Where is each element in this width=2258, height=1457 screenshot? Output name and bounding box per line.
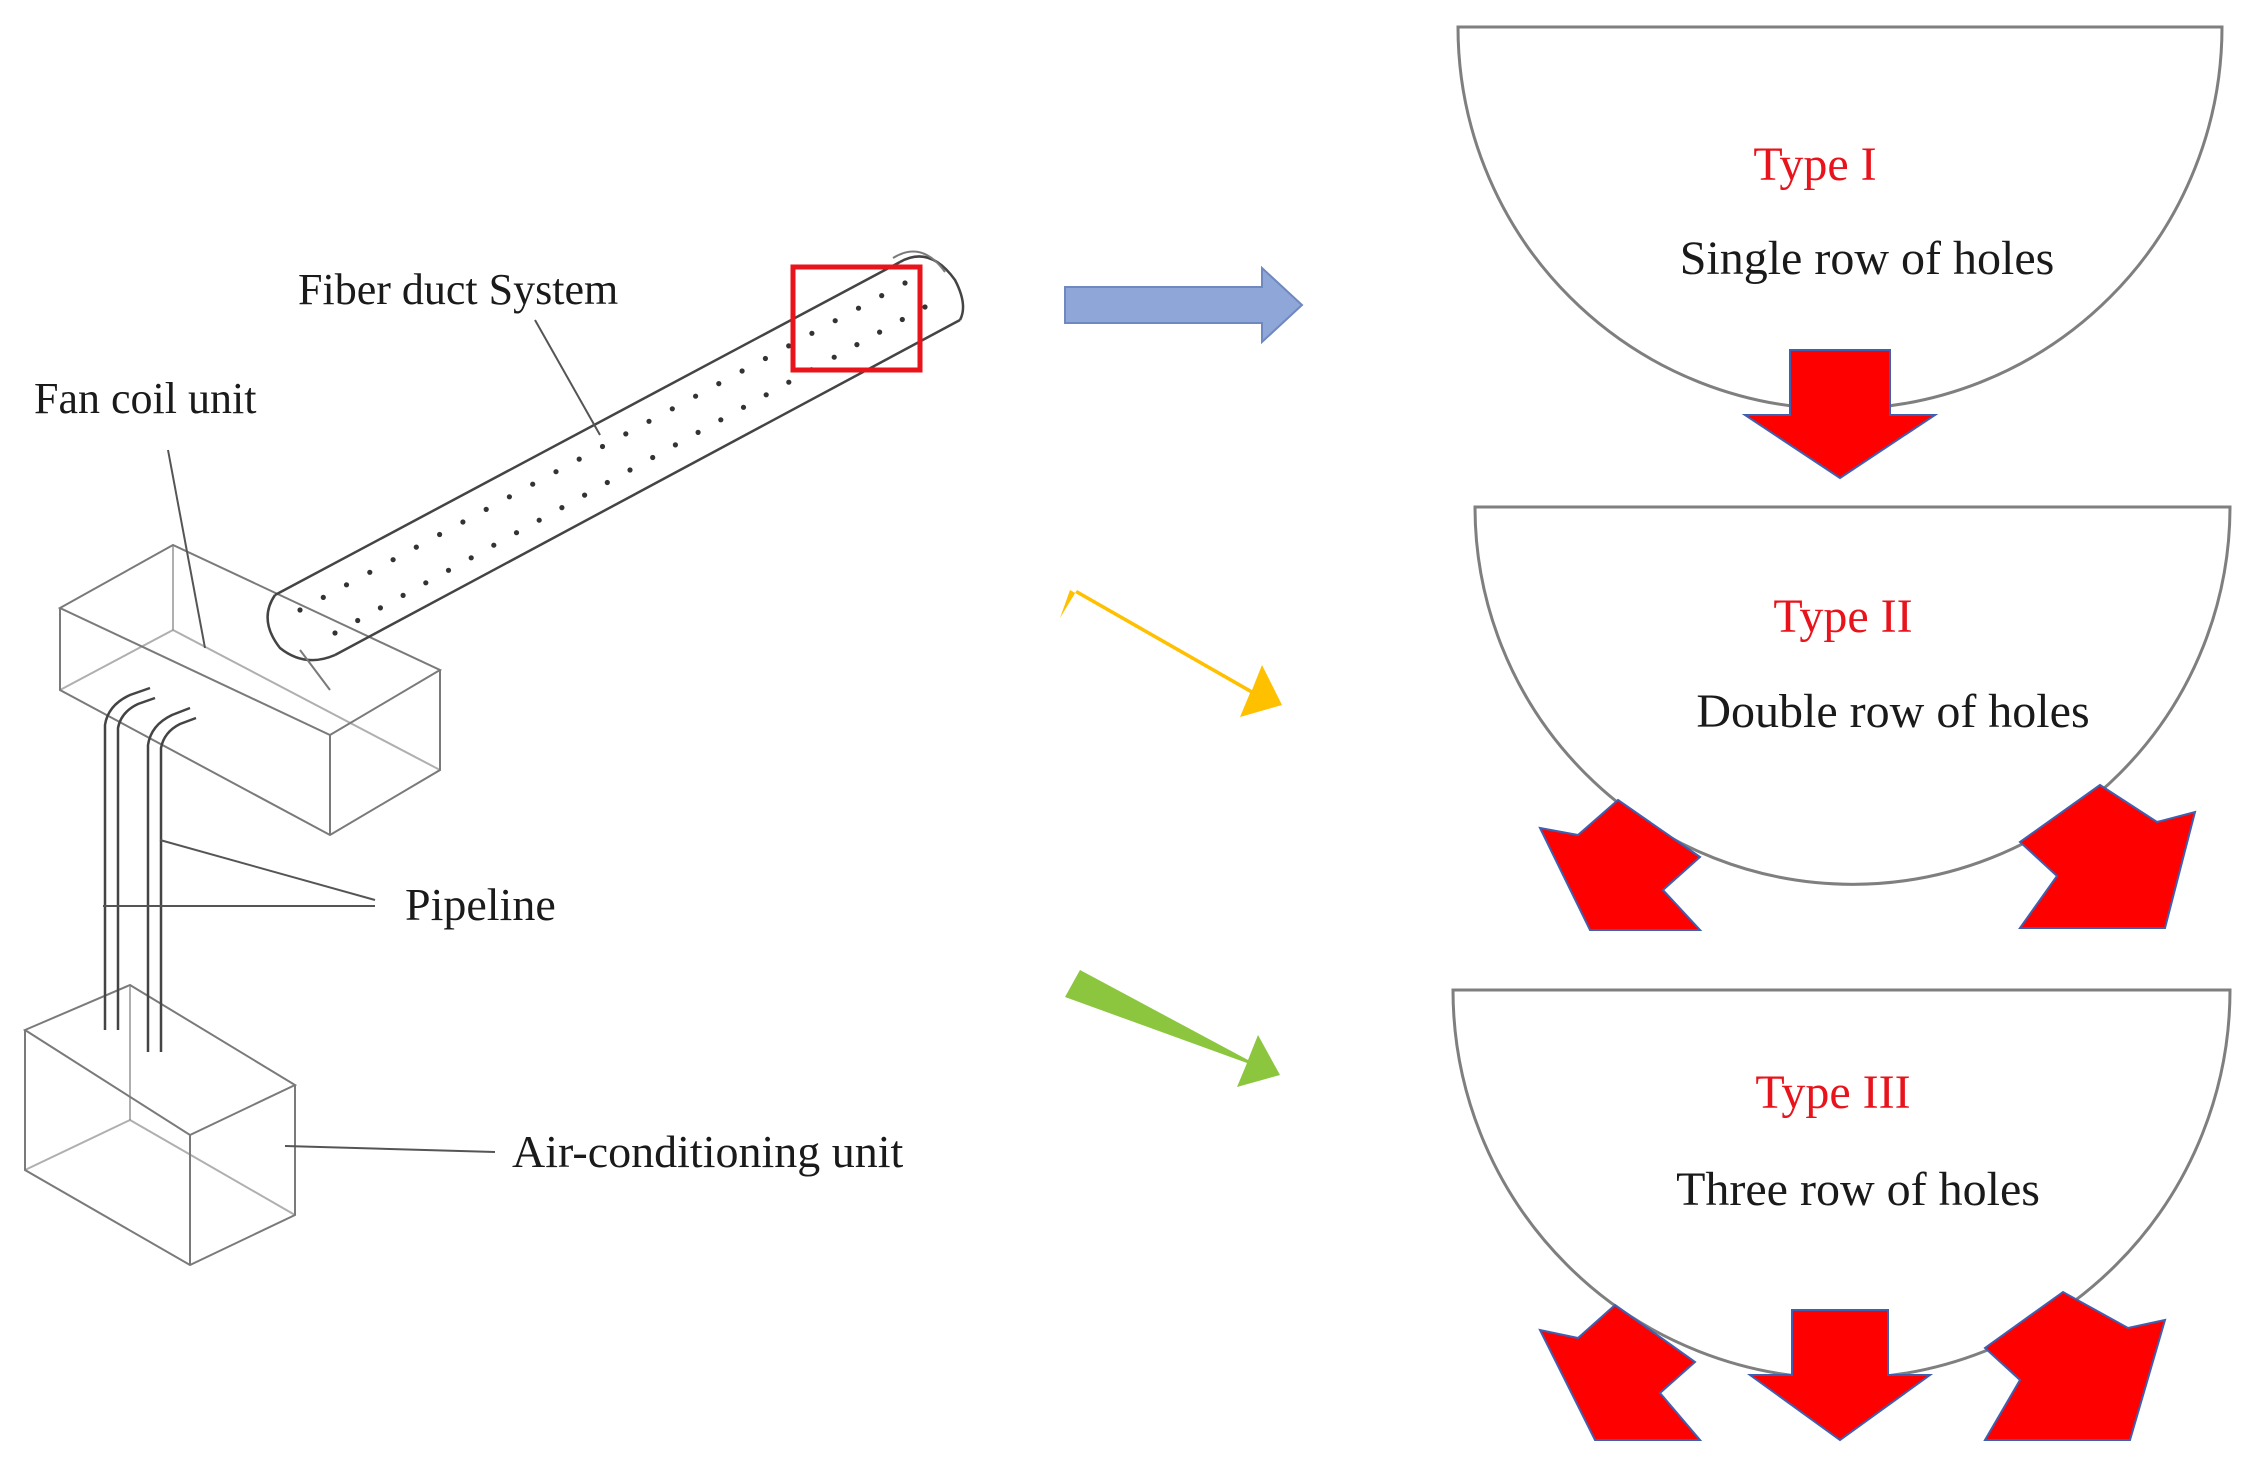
- type-3-right-jet-arrow: [1983, 1290, 2167, 1441]
- duct-hole: [763, 392, 769, 398]
- duct-hole: [367, 569, 373, 575]
- yellow-pointer-arrow: [1060, 590, 1282, 717]
- duct-hole: [877, 329, 883, 335]
- duct-hole: [423, 580, 429, 586]
- duct-hole: [786, 379, 792, 385]
- duct-hole: [297, 607, 303, 613]
- duct-hole: [576, 456, 582, 462]
- duct-hole: [762, 355, 769, 362]
- duct-hole: [879, 293, 885, 299]
- type-2-right-jet-arrow: [2018, 783, 2197, 929]
- type-3-title: Type III: [1755, 1066, 1910, 1119]
- duct-hole: [672, 442, 679, 448]
- duct-hole: [582, 492, 588, 498]
- duct-hole: [377, 605, 383, 611]
- type-2-duct-section: [1473, 505, 2232, 886]
- label-pipeline: Pipeline: [405, 879, 556, 930]
- duct-hole: [854, 342, 860, 348]
- duct-hole: [786, 343, 792, 349]
- pointer-arrows: [1060, 265, 1304, 1087]
- type-1-jet-arrow: [1741, 349, 1939, 480]
- duct-hole: [559, 505, 565, 511]
- duct-hole: [445, 567, 452, 573]
- duct-hole: [740, 404, 747, 410]
- duct-hole: [623, 431, 629, 437]
- duct-hole: [320, 594, 326, 601]
- duct-hole: [899, 316, 905, 323]
- duct-hole: [343, 582, 350, 588]
- type-1-title: Type I: [1753, 138, 1876, 191]
- duct-hole: [413, 544, 419, 550]
- duct-hole: [695, 429, 701, 435]
- duct-hole: [332, 630, 338, 636]
- type-2-left-jet-arrow: [1538, 798, 1703, 931]
- highlight-box: [790, 264, 923, 373]
- label-fan-coil-unit: Fan coil unit: [34, 374, 256, 423]
- duct-hole: [739, 368, 745, 374]
- duct-hole: [536, 517, 542, 523]
- type-3-middle-jet-arrow: [1746, 1309, 1934, 1442]
- type-2-title: Type II: [1773, 590, 1912, 643]
- type-3-description: Three row of holes: [1676, 1163, 2040, 1216]
- type-3-panel: Type III Three row of holes: [1451, 988, 2232, 1442]
- duct-hole: [669, 406, 675, 412]
- duct-hole: [400, 592, 406, 599]
- duct-hole: [604, 479, 610, 486]
- duct-holes: [297, 280, 928, 636]
- type-3-left-jet-arrow: [1538, 1303, 1703, 1441]
- duct-hole: [553, 469, 559, 475]
- type-2-panel: Type II Double row of holes: [1473, 505, 2232, 931]
- duct-hole: [390, 557, 396, 563]
- type-1-description: Single row of holes: [1680, 232, 2055, 285]
- type-2-description: Double row of holes: [1696, 685, 2089, 738]
- label-fiber-duct: Fiber duct System: [298, 265, 618, 314]
- green-pointer-arrow: [1065, 970, 1280, 1087]
- duct-hole: [599, 443, 606, 450]
- duct-hole: [855, 305, 862, 311]
- duct-hole: [483, 506, 489, 512]
- blue-pointer-arrow: [1064, 265, 1304, 345]
- duct-hole: [809, 330, 815, 336]
- duct-hole: [460, 519, 466, 525]
- duct-hole: [506, 494, 512, 500]
- fiber-duct: [266, 250, 965, 691]
- duct-hole: [468, 555, 474, 561]
- system-schematic: Fiber duct System Fan coil unit Pipeline…: [22, 250, 965, 1267]
- air-conditioning-unit-box: [22, 983, 298, 1267]
- duct-hole: [716, 381, 722, 387]
- duct-hole: [355, 617, 361, 624]
- duct-hole: [922, 304, 928, 310]
- duct-hole: [646, 418, 652, 424]
- duct-hole: [437, 531, 443, 538]
- duct-hole: [831, 354, 837, 360]
- duct-hole: [627, 467, 633, 473]
- label-air-conditioning-unit: Air-conditioning unit: [512, 1126, 904, 1177]
- duct-hole: [832, 318, 838, 324]
- duct-hole: [718, 417, 724, 423]
- duct-hole: [530, 481, 536, 487]
- duct-hole: [693, 393, 699, 399]
- duct-hole: [491, 542, 497, 548]
- fan-coil-unit-box: [57, 543, 443, 837]
- duct-hole: [513, 530, 520, 536]
- duct-hole: [650, 454, 656, 461]
- duct-hole: [902, 280, 908, 286]
- leader-lines: [103, 319, 601, 1153]
- pipeline-pipes: [103, 686, 197, 1052]
- type-1-panel: Type I Single row of holes: [1456, 25, 2224, 480]
